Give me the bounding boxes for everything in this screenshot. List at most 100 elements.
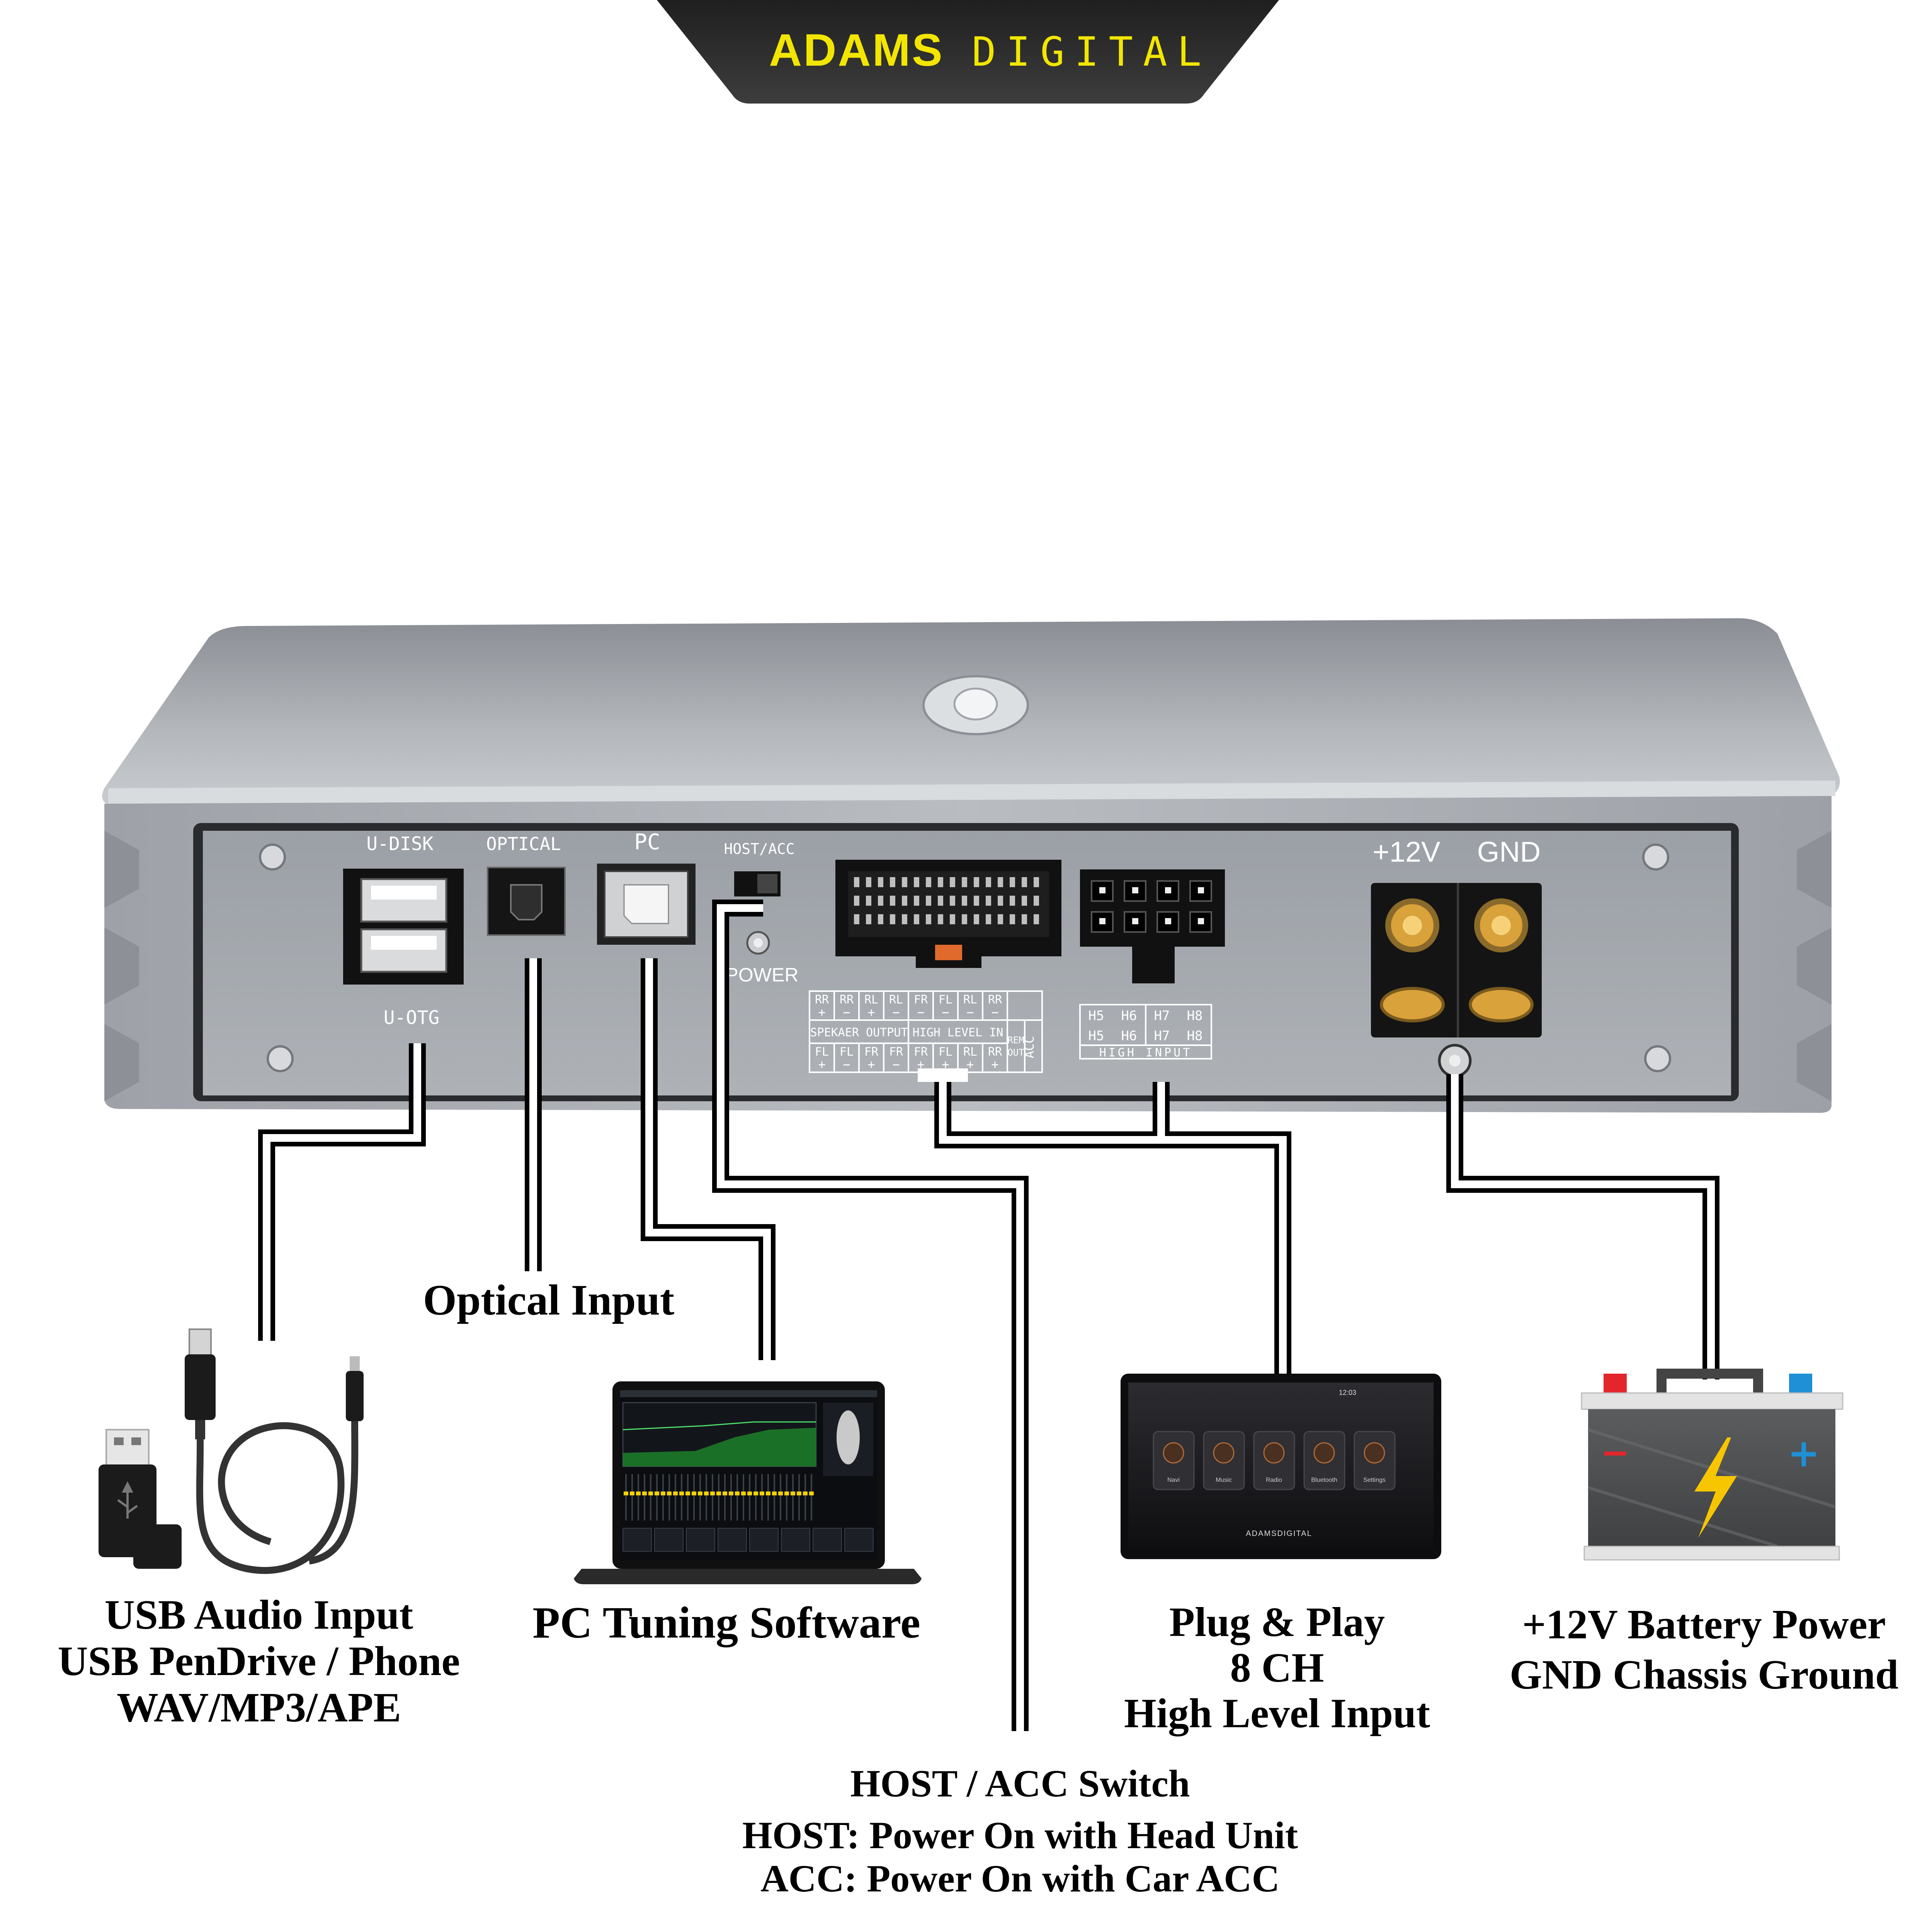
harness-pin [938,914,943,924]
harness-speaker-output-caption: SPEKAER OUTPUT [810,1026,908,1039]
channel-box [813,1528,842,1552]
harness-pin [938,896,943,906]
eq-fader-track [804,1474,806,1520]
brand-name-light: DIGITAL [972,28,1211,75]
eq-fader-knob [642,1492,647,1495]
harness-pin [890,914,895,924]
harness-pin-name: FL [939,1045,952,1059]
eq-fader-knob [648,1492,653,1495]
heatsink-fins-right [1797,831,1832,1101]
harness-pin-polarity: + [966,1057,974,1072]
high-input-pin-bottom: H5 [1088,1028,1104,1044]
eq-fader-knob [735,1492,740,1495]
eq-fader-track [687,1474,689,1520]
harness-pin [998,914,1003,924]
high-level-pin-contact [1165,887,1171,893]
eq-fader-knob [772,1492,777,1495]
udisk-usb-port[interactable] [343,869,464,985]
eq-fader-track [780,1474,781,1520]
harness-pin [998,896,1003,906]
head-unit-app-icon [1213,1442,1235,1464]
eq-fader-knob [624,1492,628,1495]
eq-fader-track [736,1474,738,1520]
plug-and-play-label: Plug & Play 8 CH High Level Input [1101,1600,1453,1736]
head-unit-app-icon [1364,1442,1385,1464]
power-terminal-block[interactable] [1371,883,1542,1037]
harness-pin-name: RL [963,1045,977,1059]
eq-fader-track [638,1474,639,1520]
eq-fader-track [693,1474,695,1520]
battery-label-line-1: +12V Battery Power [1522,1602,1886,1648]
eq-fader-knob [636,1492,641,1495]
eq-fader-track [668,1474,670,1520]
eq-fader-knob [692,1492,696,1495]
head-unit-app-icon [1263,1442,1285,1464]
eq-fader-track [675,1474,676,1520]
harness-pin [986,914,991,924]
harness-pin [902,877,907,887]
eq-fader-knob [704,1492,709,1495]
host-acc-switch[interactable] [734,871,781,896]
harness-pin-name: FR [914,993,928,1007]
optical-port[interactable] [487,867,566,936]
car-battery-icon: − + [1581,1369,1844,1561]
harness-pin-name: FL [840,1045,854,1059]
high-level-pin [1156,911,1179,933]
harness-pin [854,877,859,887]
harness-pin-name: RR [988,1045,1002,1059]
head-unit-brand: ADAMSDIGITAL [1246,1529,1312,1538]
eq-fader-knob [791,1492,795,1495]
channel-box [749,1528,779,1552]
eq-fader-track [712,1474,713,1520]
harness-pin-name: RL [963,993,977,1007]
harness-rem-caption: REM [1007,1035,1024,1046]
eq-fader-track [792,1474,794,1520]
eq-fader-track [774,1474,775,1520]
host-acc-switch-description: HOST / ACC Switch HOST: Power On with He… [688,1762,1352,1900]
channel-box [781,1528,810,1552]
head-unit-time: 12:03 [1339,1389,1356,1396]
eq-fader-knob [797,1492,801,1495]
harness-pin [1022,877,1027,887]
harness-pin [974,896,979,906]
laptop-tuning-software-icon [574,1381,922,1584]
plate-screws [259,844,1671,1072]
harness-pin-name: RL [864,993,878,1007]
battery-power-label: +12V Battery Power GND Chassis Ground [1480,1600,1928,1700]
speaker-harness-connector[interactable] [835,860,1061,968]
harness-pin-polarity: + [818,1005,825,1020]
host-label-line-3: ACC: Power On with Car ACC [760,1857,1280,1900]
eq-fader-knob [655,1492,659,1495]
eq-fader-track [699,1474,701,1520]
high-level-input-connector[interactable] [1080,869,1225,983]
high-level-pin-contact [1198,918,1204,924]
eq-fader-track [631,1474,633,1520]
harness-pin [854,914,859,924]
harness-pin-polarity: − [843,1057,850,1072]
eq-fader-knob [723,1492,727,1495]
eq-fader-knob [661,1492,665,1495]
harness-pin-polarity: + [818,1057,825,1072]
eq-fader-knob [741,1492,746,1495]
eq-fader-track [767,1474,769,1520]
harness-pin-name: FR [914,1045,928,1059]
harness-pin [1010,914,1015,924]
pc-tuning-software-label: PC Tuning Software [532,1598,920,1648]
usb-pendrive-icon [99,1429,182,1569]
high-level-pin-contact [1198,887,1204,893]
harness-pin-name: FR [864,1045,879,1059]
eq-fader-track [644,1474,645,1520]
power-led-icon [746,931,770,955]
eq-fader-knob [667,1492,672,1495]
eq-fader-knob [729,1492,733,1495]
eq-fader-track [798,1474,800,1520]
udisk-port-label: U-DISK [366,833,433,855]
eq-fader-track [656,1474,658,1520]
high-level-pin-contact [1132,887,1138,893]
pc-usb-b-port[interactable] [597,864,696,945]
harness-pin [962,896,967,906]
harness-pin [866,877,871,887]
harness-pin-name: FL [815,1045,829,1059]
harness-high-level-in-caption: HIGH LEVEL IN [913,1026,1003,1039]
harness-pin-polarity: − [991,1005,998,1020]
